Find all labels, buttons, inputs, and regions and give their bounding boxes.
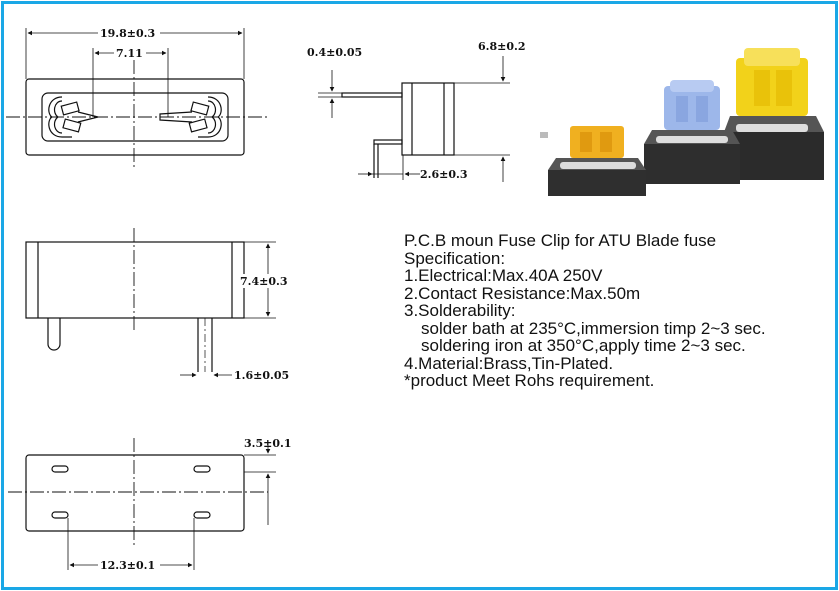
blue-fuse-holder: [644, 80, 740, 184]
dim-top-inner-length: 7.11: [116, 47, 143, 60]
yellow-fuse-holder: [724, 48, 824, 180]
spec-solder-bath: solder bath at 235°C,immersion timp 2~3 …: [421, 318, 766, 338]
dim-front-height: 7.4±0.3: [240, 275, 288, 288]
bottom-view: [8, 438, 276, 570]
spec-electrical: 1.Electrical:Max.40A 250V: [404, 266, 603, 285]
dim-bottom-slot-spacing: 12.3±0.1: [100, 559, 155, 572]
spec-contact-resistance: 2.Contact Resistance:Max.50m: [404, 283, 641, 303]
dim-side-pin-spacing: 2.6±0.3: [420, 168, 468, 181]
spec-solderability: 3.Solderability:: [404, 301, 516, 320]
spec-soldering-iron: soldering iron at 350°C,apply time 2~3 s…: [421, 336, 746, 355]
product-photo: [540, 48, 824, 196]
side-view: [318, 56, 510, 182]
dim-bottom-slot-offset: 3.5±0.1: [244, 437, 292, 450]
spec-material: 4.Material:Brass,Tin-Plated.: [404, 353, 614, 373]
spec-title: P.C.B moun Fuse Clip for ATU Blade fuse: [404, 231, 717, 250]
dim-front-pin-width: 1.6±0.05: [234, 369, 289, 382]
front-view: [25, 228, 276, 378]
orange-fuse-holder: [540, 126, 646, 196]
dim-side-pin-thickness: 0.4±0.05: [307, 46, 362, 59]
dim-side-height: 6.8±0.2: [478, 40, 526, 53]
spec-heading: Specification:: [404, 248, 506, 268]
specification-text: P.C.B moun Fuse Clip for ATU Blade fuse …: [404, 232, 766, 390]
dim-top-total-length: 19.8±0.3: [100, 27, 155, 40]
spec-rohs-note: *product Meet Rohs requirement.: [404, 371, 655, 390]
